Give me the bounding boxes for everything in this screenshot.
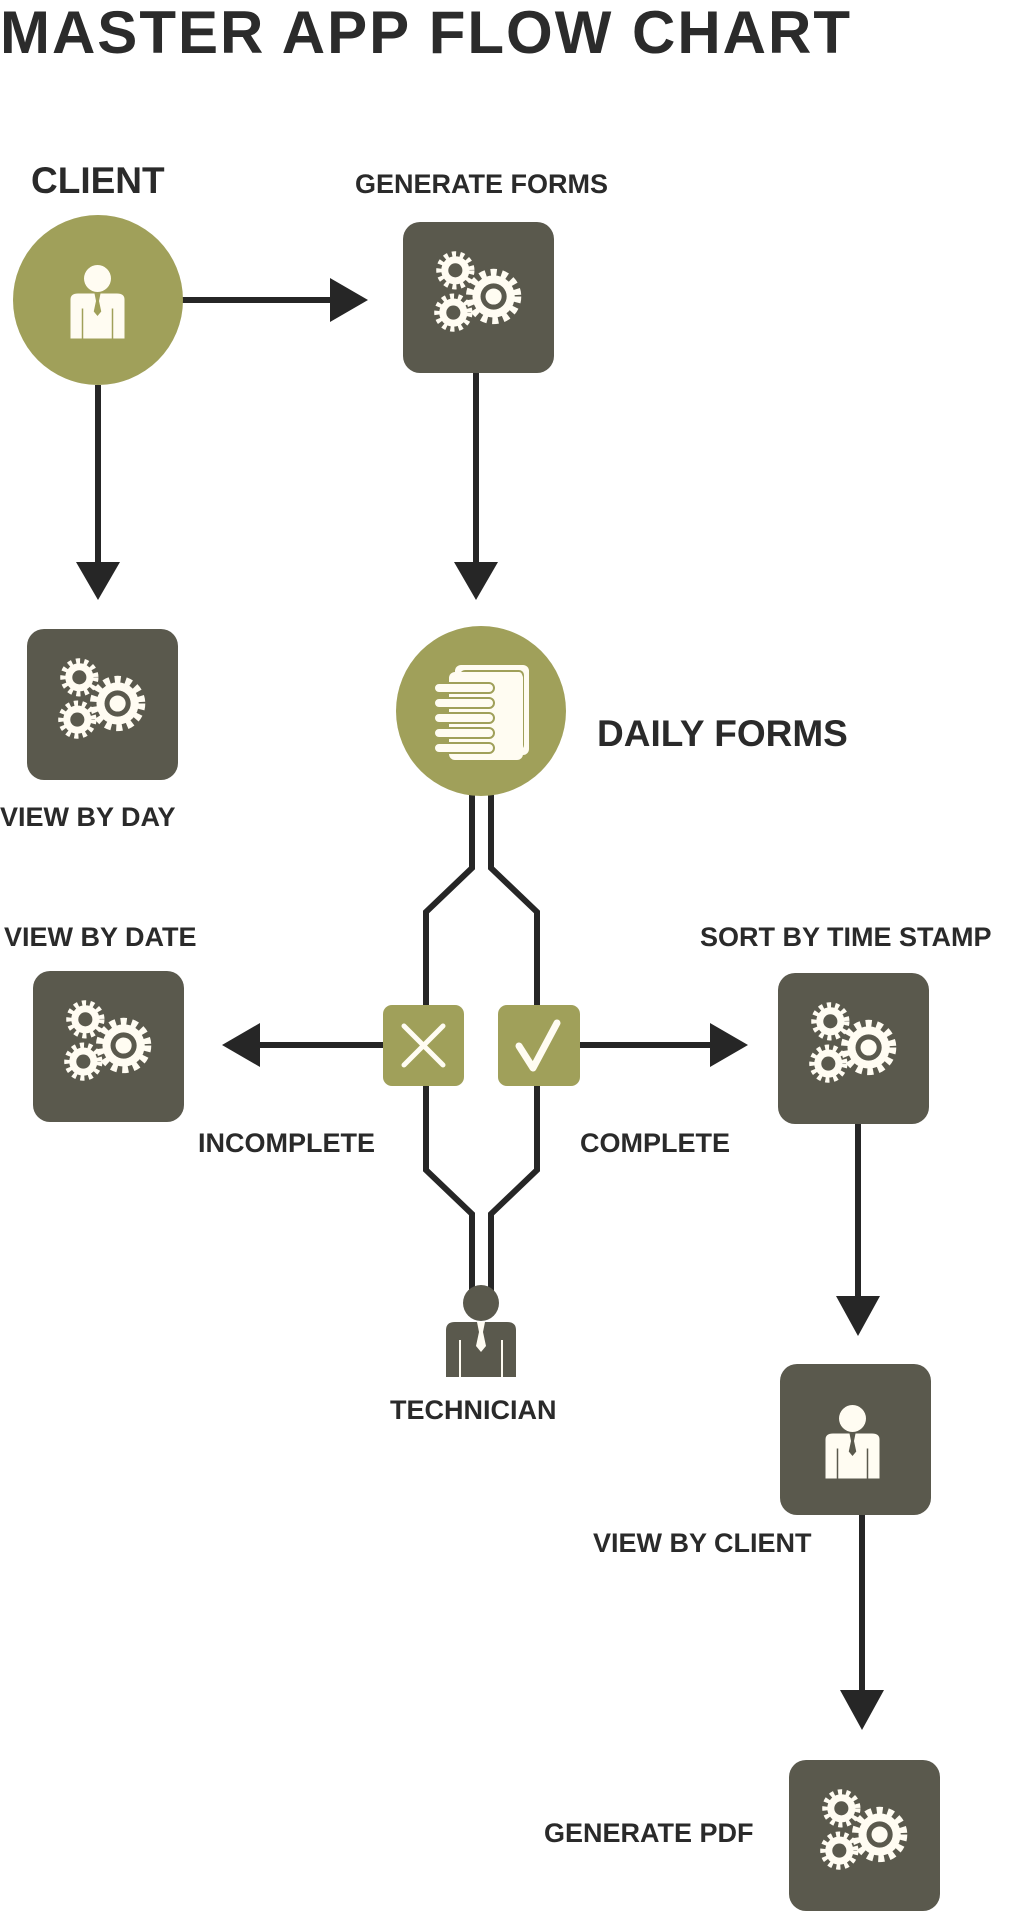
chart-title: MASTER APP FLOW CHART [0, 0, 852, 66]
view-by-date-label: VIEW BY DATE [4, 922, 197, 952]
daily-forms-node [396, 626, 566, 796]
arrowhead-down [454, 562, 498, 600]
daily-forms-left-track [423, 795, 475, 1005]
arrowhead-down [76, 562, 120, 600]
sort-by-time-stamp-node [778, 973, 929, 1124]
incomplete-label: INCOMPLETE [198, 1128, 376, 1158]
arrowhead-left [222, 1023, 260, 1067]
client-node [13, 215, 183, 385]
sort-by-time-stamp-label: SORT BY TIME STAMP [700, 922, 992, 952]
daily-forms-right-track [488, 795, 540, 1005]
view-by-day-label: VIEW BY DAY [0, 802, 176, 832]
daily-forms-label: DAILY FORMS [597, 713, 848, 754]
view-by-date-node [33, 971, 184, 1122]
arrowhead-right [330, 278, 368, 322]
connectors [95, 297, 865, 1692]
technician-right-track [488, 1085, 540, 1300]
view-by-day-node [27, 629, 178, 780]
complete-marker [498, 1005, 580, 1086]
incomplete-marker [383, 1005, 464, 1086]
view-by-client-node [780, 1364, 931, 1515]
technician-node [446, 1285, 516, 1377]
generate-forms-label: GENERATE FORMS [355, 169, 609, 199]
x-icon [401, 1023, 446, 1068]
arrowheads [76, 278, 884, 1730]
technician-label: TECHNICIAN [390, 1395, 557, 1425]
view-by-client-label: VIEW BY CLIENT [593, 1528, 812, 1558]
documents-icon [433, 665, 529, 760]
generate-pdf-node [789, 1760, 940, 1911]
arrowhead-down [836, 1296, 880, 1336]
technician-left-track [423, 1085, 475, 1300]
arrowhead-down [840, 1690, 884, 1730]
generate-pdf-label: GENERATE PDF [544, 1818, 754, 1848]
arrowhead-right [710, 1023, 748, 1067]
client-label: CLIENT [31, 160, 165, 201]
complete-label: COMPLETE [580, 1128, 731, 1158]
check-icon [515, 1019, 561, 1072]
generate-forms-node [403, 222, 554, 373]
